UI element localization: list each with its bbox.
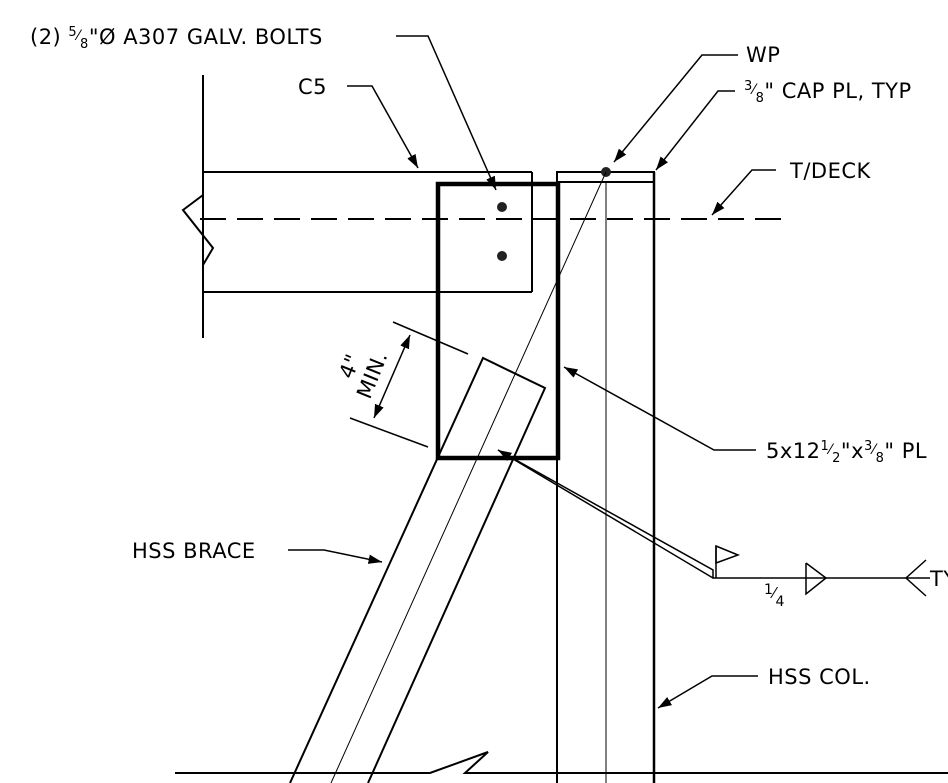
weld-arrow	[497, 449, 714, 579]
hss-column	[556, 171, 656, 783]
wp-label: WP	[746, 43, 780, 67]
bolts-label: (2) 5⁄8"Ø A307 GALV. BOLTS	[30, 25, 323, 52]
fillet-weld-symbol	[805, 562, 828, 596]
c5-leader	[347, 85, 419, 169]
plate-label: 5x121⁄2"x3⁄8" PL	[766, 439, 927, 466]
min-4-label: 4" MIN.	[334, 348, 392, 402]
channel-break-outline	[181, 171, 532, 293]
hss-brace-label: HSS BRACE	[132, 539, 256, 563]
cap-pl-leader	[655, 90, 735, 171]
weld-size-label: 1⁄4	[764, 582, 784, 610]
plate-leader	[563, 366, 756, 451]
weld-tail-label: TYP	[929, 567, 948, 591]
c5-label: C5	[298, 75, 327, 99]
hss-col-leader	[657, 675, 758, 709]
leaders	[288, 35, 930, 709]
weld-symbol	[715, 544, 927, 597]
c5-channel	[181, 75, 533, 338]
weld-reference-line	[497, 449, 930, 579]
min-4-dimension	[349, 321, 469, 448]
bolt-2	[497, 251, 507, 261]
bolt-1	[497, 202, 507, 212]
t-deck-leader	[711, 169, 776, 216]
hss-brace	[289, 171, 607, 783]
cap-pl-label: 3⁄8" CAP PL, TYP	[744, 79, 912, 106]
weld-tail	[904, 559, 927, 597]
bottom-break-line	[175, 751, 948, 774]
bolts-leader	[396, 35, 497, 191]
hss-brace-leader	[288, 549, 383, 564]
wp-leader	[613, 54, 738, 163]
field-weld-flag	[715, 544, 741, 565]
brace-centerline	[330, 171, 607, 783]
hss-col-label: HSS COL.	[768, 665, 871, 689]
t-deck-label: T/DECK	[789, 159, 872, 183]
